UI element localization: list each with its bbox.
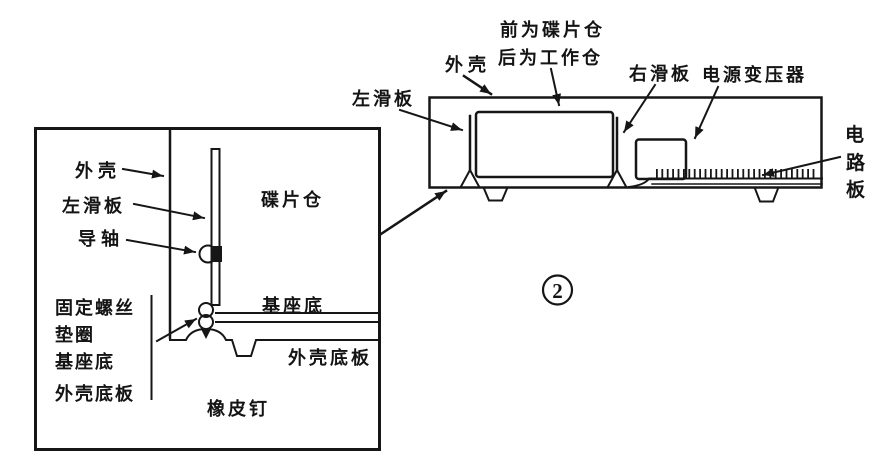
- label-stack-fixing-screw: 固定螺丝: [55, 297, 135, 318]
- label-chamber-line1: 前为碟片仓: [500, 19, 605, 40]
- label-stack-washer: 垫圈: [55, 324, 95, 345]
- left-slide-arrow: [132, 202, 206, 221]
- side-view-labels: 左滑板 外壳 前为碟片仓 后为工作仓 右滑板 电源变压器 电 路 板: [352, 19, 866, 201]
- callout-connector-arrow: [379, 189, 448, 236]
- detail-view-labels: 外壳 左滑板 导轴 碟片仓 基座底 外壳底板 橡皮钉 固定螺丝 垫圈 基座底 外…: [54, 160, 372, 419]
- figure-number-text: 2: [552, 279, 563, 303]
- screw-tip: [201, 329, 211, 339]
- label-stack-case-bottom-plate: 外壳底板: [55, 383, 135, 404]
- label-case-bottom-plate: 外壳底板: [288, 347, 372, 368]
- label-chamber-line2: 后为工作仓: [498, 47, 603, 68]
- left-slide-strip: [210, 148, 221, 306]
- case-arrow-top: [462, 74, 493, 96]
- transformer-arrow: [693, 85, 720, 140]
- detail-view-arrows: [121, 167, 448, 343]
- left-slide-foot: [459, 167, 481, 188]
- label-disc-chamber: 碟片仓: [261, 189, 324, 210]
- case-bottom-plate-line: [169, 327, 378, 357]
- case-arrow: [121, 167, 165, 179]
- label-base-bottom: 基座底: [261, 295, 325, 316]
- washer-top: [198, 302, 214, 318]
- power-transformer-box: [634, 138, 688, 181]
- label-right-slide: 右滑板: [629, 63, 692, 84]
- side-view-arrows: [398, 67, 842, 177]
- guide-shaft-block: [212, 246, 222, 262]
- right-slide-arrow: [622, 83, 657, 134]
- label-case-top: 外壳: [445, 54, 491, 75]
- detail-box-frame: [34, 127, 381, 451]
- label-stack-base-bottom: 基座底: [54, 351, 115, 372]
- chassis-foot-left: [482, 187, 509, 202]
- label-guide-shaft: 导轴: [78, 228, 124, 249]
- label-circuit-board-char-2: 路: [846, 151, 866, 174]
- figure-number: 2: [541, 274, 574, 306]
- circuit-board-arrow: [761, 155, 842, 177]
- label-left-slide-top: 左滑板: [352, 88, 415, 109]
- label-circuit-board-char-3: 板: [846, 178, 866, 201]
- label-left-slide: 左滑板: [62, 195, 125, 216]
- screw-stack-arrow: [155, 317, 198, 343]
- label-power-transformer: 电源变压器: [702, 64, 807, 85]
- label-rubber-foot: 橡皮钉: [207, 398, 270, 419]
- figure-number-circle: [541, 274, 574, 306]
- chassis-foot-right: [753, 187, 780, 203]
- right-slide-foot: [606, 167, 628, 188]
- chamber-box: [474, 110, 615, 179]
- side-view-linework: [428, 96, 823, 203]
- label-case: 外壳: [75, 160, 121, 181]
- chamber-arrow: [549, 67, 562, 107]
- detail-view-linework: [34, 127, 381, 451]
- guide-shaft-arrow: [125, 238, 197, 255]
- label-circuit-board-char-1: 电: [845, 123, 864, 146]
- left-slide-arrow-top: [398, 108, 464, 132]
